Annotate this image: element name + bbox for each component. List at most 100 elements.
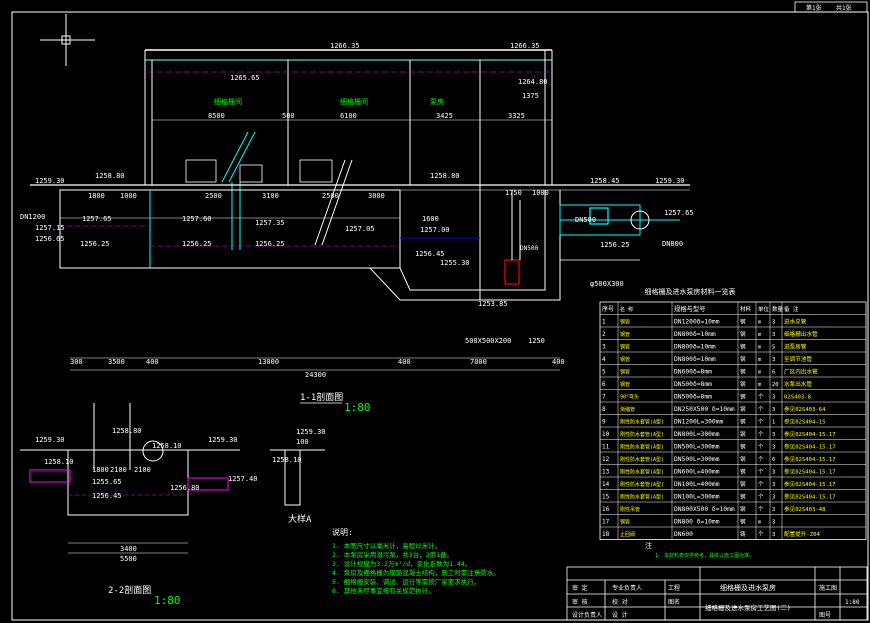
room-label-1: 细格栅间 [214, 97, 242, 106]
detail-dim-100: 100 [296, 438, 309, 446]
s2-dim-c: 2100 [134, 466, 151, 474]
table-cell: m [758, 320, 762, 326]
title-block [566, 566, 868, 621]
table-cell: 钢 [740, 455, 746, 463]
s2-elev-1: 1259.30 [35, 436, 65, 444]
table-cell: 钢管 [620, 356, 630, 363]
dim-mid-3: 2500 [205, 192, 222, 200]
table-cell: 钢管 [620, 369, 630, 376]
dim-bot-6: 7000 [470, 358, 487, 366]
elev-1256-90: 1256.25 [600, 241, 630, 249]
detail-elev-1: 1259.30 [296, 428, 326, 436]
table-note: 1. 本材料表仅供参考，具体以施工图为准。 [655, 552, 754, 559]
dim-mid-1: 1800 [88, 192, 105, 200]
table-cell: 钢 [740, 393, 746, 401]
table-cell: 3 [772, 395, 775, 401]
tb-sheet: 图号 [819, 612, 831, 619]
table-cell: DN800δ=10mm [674, 331, 716, 338]
elev-1257-05: 1257.05 [345, 225, 375, 233]
table-cell: 10 [602, 431, 610, 438]
table-cell: 渐缩管 [620, 406, 635, 413]
table-cell: 进水总管 [784, 318, 807, 326]
table-cell: 个 [758, 406, 764, 413]
materials-table-frame [599, 301, 867, 540]
note-3: 3. 设计规模为3.2万m³/d，变化系数为1.44。 [332, 559, 471, 568]
dim-bot-4: 13000 [258, 358, 279, 366]
s2-elev-4: 1259.30 [208, 436, 238, 444]
table-cell: DN800L=300mm [674, 431, 720, 438]
room-label-3: 泵房 [430, 97, 444, 106]
table-cell: 刚性吊管 [620, 506, 640, 513]
table-cell: 止回阀 [620, 531, 635, 538]
dim-mid-6: 3000 [368, 192, 385, 200]
elev-1258-45: 1258.45 [590, 177, 620, 185]
elev-1257-15: 1257.15 [35, 224, 65, 232]
elev-1256-25b: 1256.25 [182, 240, 212, 248]
table-cell: 3 [772, 445, 775, 451]
table-cell: 3 [772, 520, 775, 526]
s2-elev-9: 1255.65 [92, 478, 122, 486]
s2-dim-b: 2100 [110, 466, 127, 474]
table-cell: 个 [758, 419, 764, 426]
table-cell: 刚性防水套管(A型) [620, 419, 664, 426]
notes-title: 说明: [332, 527, 353, 537]
table-cell: 刚性防水套管(A型) [620, 456, 664, 463]
table-cell: 钢 [740, 330, 746, 338]
table-cell: 6 [772, 457, 775, 463]
elev-roof-1: 1266.35 [330, 42, 360, 50]
pump-icon [504, 259, 520, 285]
table-cell: 钢 [740, 405, 746, 413]
dim-mid-7: 1750 [505, 189, 522, 197]
table-cell: 3 [772, 407, 775, 413]
table-cell: 钢 [740, 380, 746, 388]
table-note-title: 注 [645, 541, 652, 550]
table-cell: DN600δ=8mm [674, 369, 712, 376]
tb-row-1: 审 定 [572, 584, 588, 592]
table-cell: 5 [602, 369, 606, 376]
dim-mid-4: 3100 [262, 192, 279, 200]
table-cell: 12 [602, 456, 610, 463]
table-cell: 个 [758, 394, 764, 401]
tb-row-3: 设计负责人 [572, 611, 602, 619]
table-cell: m [758, 357, 762, 363]
table-cell: DN800δ=10mm [674, 344, 716, 351]
table-header-cell: 规格与型号 [674, 304, 705, 313]
table-cell: 钢 [740, 518, 746, 526]
table-cell: 钢 [740, 318, 746, 326]
table-cell: m [758, 520, 762, 526]
tb-mid-2: 校 对 [612, 598, 628, 606]
tb-stage: 施工图 [819, 584, 837, 592]
table-cell: 至调节池管 [784, 355, 812, 363]
table-cell: 个 [758, 431, 764, 438]
table-cell: DN800δ=10mm [674, 356, 716, 363]
table-cell: 个 [758, 456, 764, 463]
table-cell: DN250X500 δ=10mm [674, 406, 735, 413]
table-cell: 钢 [740, 480, 746, 488]
s2-elev-6: 1257.40 [228, 475, 258, 483]
elev-roof-2: 1266.35 [510, 42, 540, 50]
table-cell: m [758, 382, 762, 388]
table-cell: 9 [602, 419, 606, 426]
elev-1257-35: 1257.35 [255, 219, 285, 227]
table-cell: 个 [758, 469, 764, 476]
table-cell: 参见02S403-64 [784, 405, 826, 413]
table-cell: 个 [758, 481, 764, 488]
elev-1256-45: 1256.45 [415, 250, 445, 258]
sheet-number-2: 共1张 [836, 4, 852, 12]
elev-1257-65: 1257.65 [82, 215, 112, 223]
pipe-dn1200: DN1200 [20, 213, 45, 221]
table-cell: 钢 [740, 493, 746, 501]
table-cell: 1 [772, 420, 775, 426]
table-cell: 参见02S404-15 [784, 418, 826, 426]
section1-title: 1-1剖面图 [300, 391, 343, 403]
note-6: 6. 其他未尽事宜按有关规范执行。 [332, 586, 435, 595]
table-cell: 13 [602, 469, 610, 476]
table-cell: 钢 [740, 468, 746, 476]
drawing-border [11, 11, 869, 621]
table-cell: 钢 [740, 418, 746, 426]
section2-scale: 1:80 [154, 594, 181, 607]
table-cell: 16 [602, 506, 610, 513]
table-cell: 3 [602, 344, 606, 351]
table-cell: 刚性防水套管(A型) [620, 444, 664, 451]
